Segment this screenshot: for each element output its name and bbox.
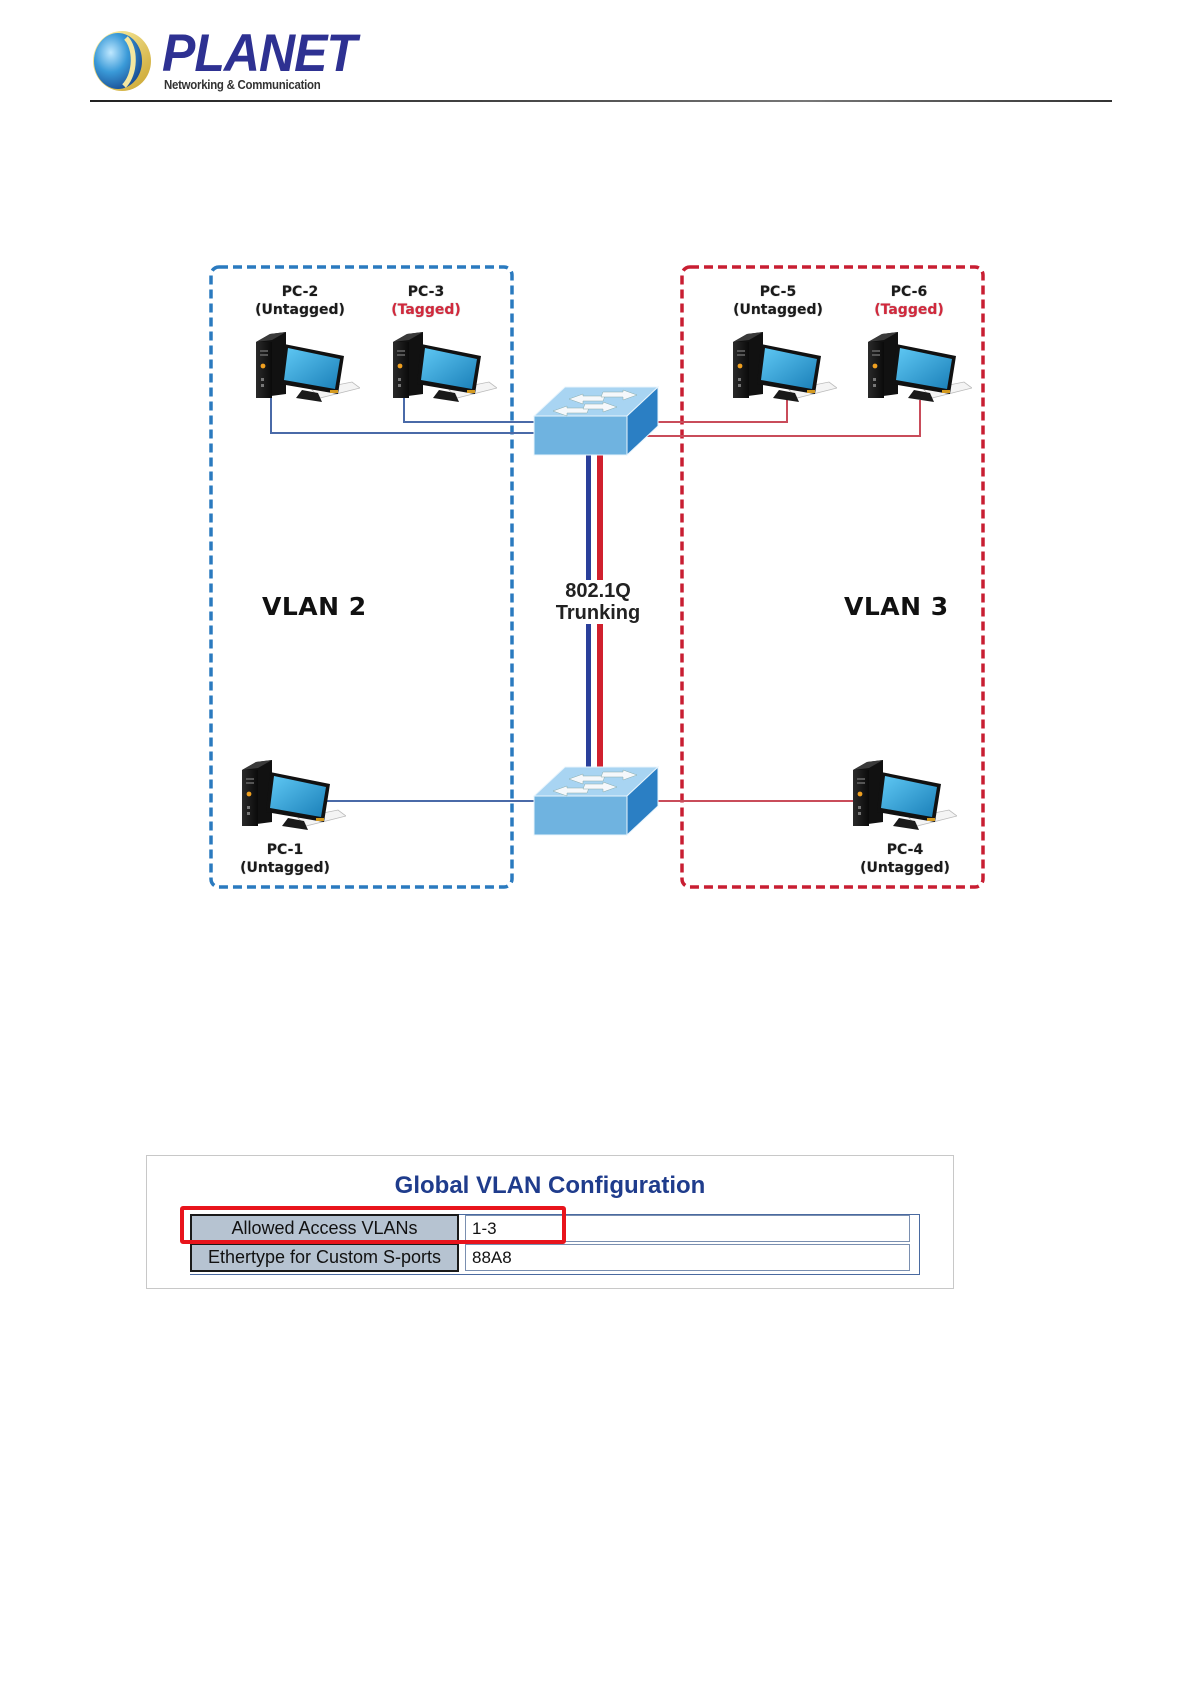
link-pc5 [640,400,787,422]
panel-title: Global VLAN Configuration [147,1172,953,1200]
link-pc2 [271,395,540,433]
diagram-canvas [0,0,1191,1000]
pc6-label: PC-6 (Tagged) [874,283,944,319]
vlan3-label: VLAN 3 [844,592,949,621]
ethertype-custom-sports-label: Ethertype for Custom S-ports [190,1243,459,1272]
pc5-computer-icon [733,332,837,402]
highlight-box [180,1206,566,1244]
pc1-label: PC-1 (Untagged) [240,841,330,877]
trunk-label: 802.1Q Trunking [554,580,642,624]
pc1-mode: (Untagged) [240,859,330,877]
pc3-computer-icon [393,332,497,402]
trunk-label-mode: Trunking [556,602,640,624]
switch-top-icon [534,387,658,455]
pc3-name: PC-3 [391,283,461,301]
link-pc3 [404,395,540,422]
pc4-name: PC-4 [860,841,950,859]
trunk-label-protocol: 802.1Q [556,580,640,602]
pc2-label: PC-2 (Untagged) [255,283,345,319]
ethertype-custom-sports-input[interactable]: 88A8 [465,1244,910,1271]
pc1-computer-icon [242,760,346,830]
pc6-name: PC-6 [874,283,944,301]
pc3-label: PC-3 (Tagged) [391,283,461,319]
pc4-computer-icon [853,760,957,830]
vlan-diagram: PC-2 (Untagged) PC-3 (Tagged) PC-5 (Unta… [0,0,1191,1000]
pc2-mode: (Untagged) [255,301,345,319]
pc5-mode: (Untagged) [733,301,823,319]
pc2-name: PC-2 [255,283,345,301]
pc2-computer-icon [256,332,360,402]
pc4-mode: (Untagged) [860,859,950,877]
pc5-name: PC-5 [733,283,823,301]
switch-bottom-icon [534,767,658,835]
pc4-label: PC-4 (Untagged) [860,841,950,877]
pc6-computer-icon [868,332,972,402]
pc1-name: PC-1 [240,841,330,859]
config-row-ethertype: Ethertype for Custom S-ports 88A8 [190,1243,910,1272]
pc3-mode: (Tagged) [391,301,461,319]
pc6-mode: (Tagged) [874,301,944,319]
pc5-label: PC-5 (Untagged) [733,283,823,319]
vlan2-label: VLAN 2 [262,592,367,621]
